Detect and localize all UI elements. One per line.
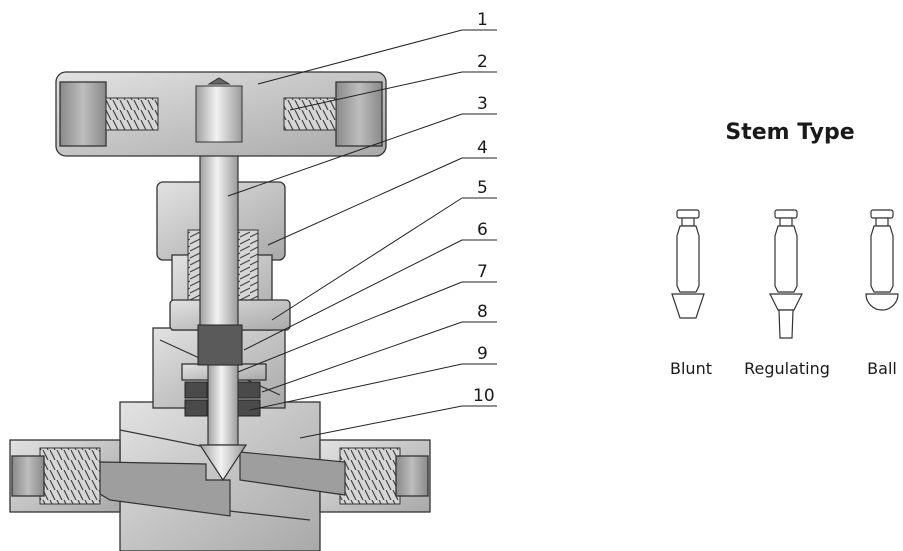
- stem-label-ball: Ball: [867, 359, 897, 378]
- callout-8: 8: [477, 302, 488, 322]
- leader-6: [243, 239, 463, 351]
- stem-blunt: Blunt: [670, 209, 712, 378]
- leader-4: [267, 157, 463, 246]
- stem-label-blunt: Blunt: [670, 359, 712, 378]
- flow-passage-left: [99, 461, 231, 517]
- stem-type-panel: Stem Type Blunt Regulating Ball: [670, 120, 899, 378]
- leader-1: [257, 29, 463, 85]
- flow-passage-right: [239, 451, 346, 496]
- handle: [55, 71, 387, 157]
- regulating-tip: [778, 309, 794, 339]
- callout-2: 2: [477, 52, 488, 72]
- callout-numbers: 1 2 3 4 5 6 7 8 9 10: [473, 10, 495, 406]
- leader-8: [261, 321, 463, 393]
- callout-10: 10: [473, 386, 495, 406]
- stem-type-title: Stem Type: [725, 120, 854, 145]
- callout-5: 5: [477, 178, 488, 198]
- callout-3: 3: [477, 94, 488, 114]
- stem-ball: Ball: [865, 209, 899, 378]
- callout-6: 6: [477, 220, 488, 240]
- ball-tip: [865, 293, 899, 311]
- callout-1: 1: [477, 10, 488, 30]
- callout-9: 9: [477, 344, 488, 364]
- stem-label-regulating: Regulating: [744, 359, 830, 378]
- callout-7: 7: [477, 262, 488, 282]
- leader-5: [271, 197, 463, 321]
- valve-cross-section: [9, 71, 431, 551]
- callout-4: 4: [477, 138, 488, 158]
- leader-10: [299, 405, 463, 439]
- leader-9: [249, 363, 463, 411]
- stem-regulating: Regulating: [744, 209, 830, 378]
- leader-7: [237, 281, 463, 373]
- callout-leaders: [227, 29, 497, 439]
- leader-2: [289, 71, 463, 111]
- leader-3: [227, 113, 463, 197]
- blunt-tip: [671, 293, 705, 319]
